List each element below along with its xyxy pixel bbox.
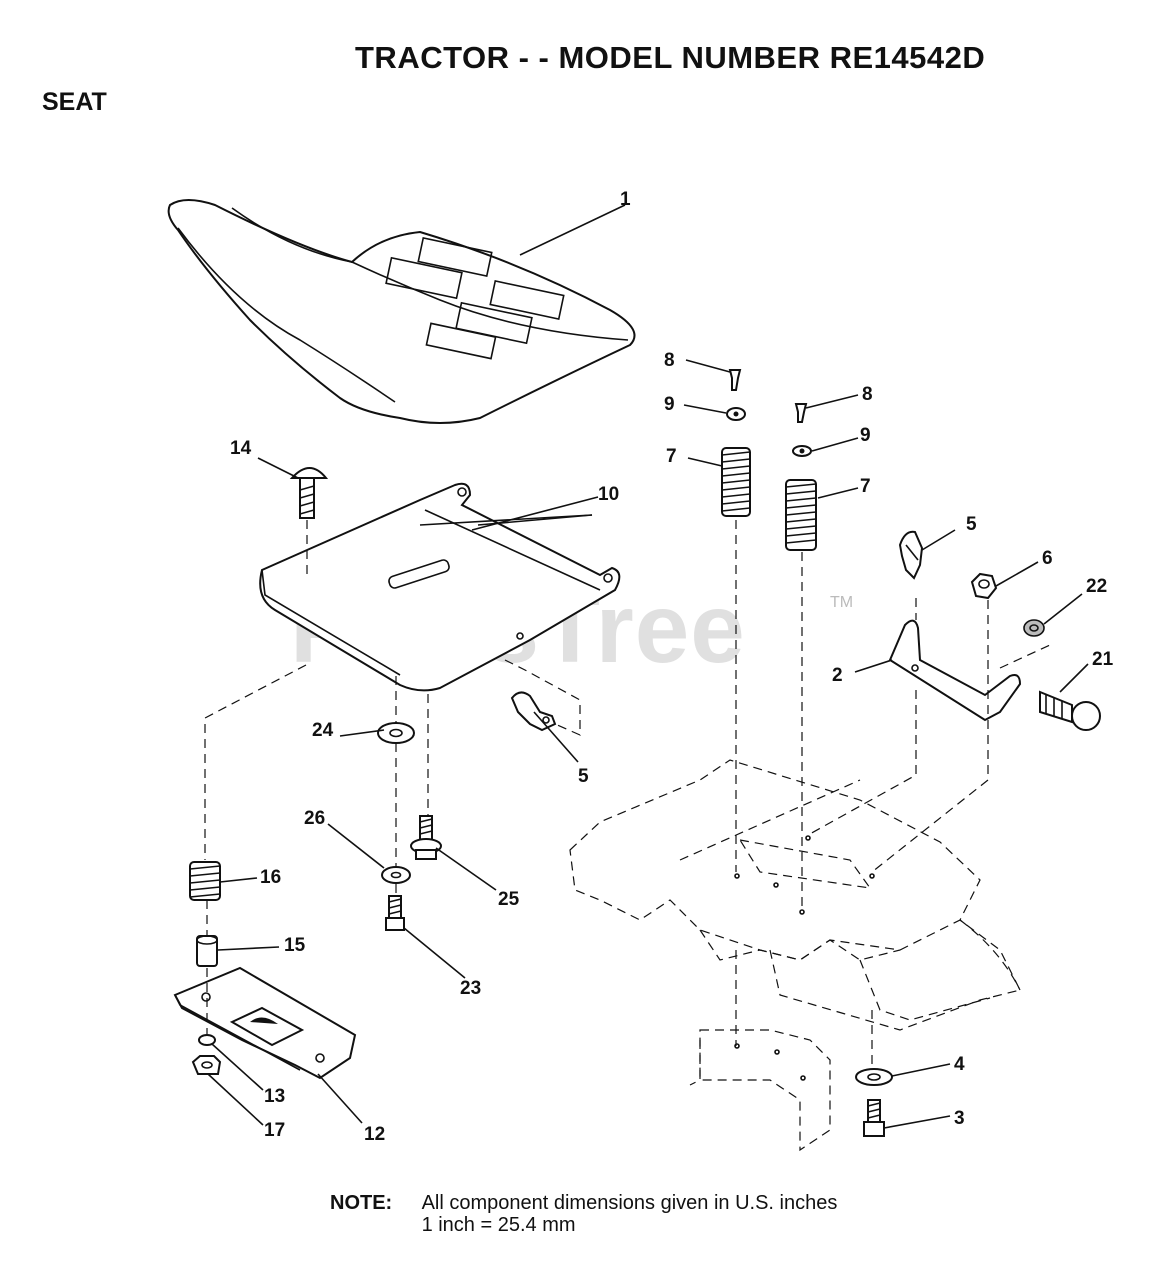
washer-part-26[interactable] [381, 866, 411, 884]
callout-7-right: 7 [860, 476, 871, 497]
callout-15: 15 [284, 935, 306, 956]
note-body: All component dimensions given in U.S. i… [422, 1192, 838, 1236]
adjuster-plate-part[interactable] [173, 966, 357, 1080]
callout-5-lower: 5 [578, 766, 589, 787]
note-line-1: All component dimensions given in U.S. i… [421, 1192, 838, 1214]
nut-part[interactable] [970, 572, 998, 600]
callout-2: 2 [832, 665, 843, 686]
washer-part-13[interactable] [198, 1034, 216, 1046]
callout-22: 22 [1086, 576, 1107, 597]
callout-21: 21 [1092, 649, 1114, 670]
bolt-part-3[interactable] [863, 1099, 885, 1137]
washer-part-24[interactable] [377, 722, 415, 744]
nut-part-17[interactable] [191, 1055, 222, 1075]
tractor-frame-reference [569, 759, 1021, 1152]
callout-1: 1 [620, 189, 631, 210]
carriage-bolt-part[interactable] [289, 467, 329, 519]
spring-assembly-left[interactable] [721, 369, 751, 517]
knob-bolt-part[interactable] [1039, 690, 1101, 731]
callout-25: 25 [498, 889, 520, 910]
spacer-part[interactable] [1023, 619, 1045, 637]
watermark-tm: TM [830, 594, 854, 611]
callout-8-right: 8 [862, 384, 873, 405]
callout-26: 26 [304, 808, 325, 829]
callout-14: 14 [230, 438, 252, 459]
bolt-part-23[interactable] [385, 895, 405, 931]
callout-16: 16 [260, 867, 281, 888]
note-line-2: 1 inch = 25.4 mm [421, 1214, 576, 1236]
dimensions-note: NOTE: All component dimensions given in … [330, 1192, 837, 1236]
page-title: TRACTOR - - MODEL NUMBER RE14542D [355, 40, 986, 75]
callout-12: 12 [364, 1124, 385, 1145]
callout-3: 3 [954, 1108, 965, 1129]
callout-5-upper: 5 [966, 514, 977, 535]
seat-pan-part[interactable] [259, 482, 621, 692]
callout-7-left: 7 [666, 446, 677, 467]
shoulder-screw-part[interactable] [410, 815, 442, 860]
callout-6: 6 [1042, 548, 1053, 569]
clip-part-lower[interactable] [510, 691, 557, 732]
callout-17: 17 [264, 1120, 285, 1141]
callout-13: 13 [264, 1086, 285, 1107]
callout-10: 10 [598, 484, 619, 505]
seat-part[interactable] [167, 199, 636, 424]
spring-assembly-right[interactable] [785, 403, 817, 551]
callout-4: 4 [954, 1054, 965, 1075]
callout-23: 23 [460, 978, 481, 999]
leader-lines [207, 359, 1089, 1129]
assembly-lines [204, 520, 1051, 1070]
section-title: SEAT [42, 88, 107, 116]
note-label: NOTE: [330, 1192, 393, 1214]
spring-part-16[interactable] [189, 861, 221, 901]
callout-8-left: 8 [664, 350, 675, 371]
spacer-part-15[interactable] [196, 935, 218, 967]
washer-part-4[interactable] [855, 1068, 893, 1086]
bracket-part[interactable] [888, 619, 1022, 722]
callout-9-left: 9 [664, 394, 675, 415]
clip-part-upper[interactable] [898, 530, 924, 580]
callout-24: 24 [312, 720, 334, 741]
callout-9-right: 9 [860, 425, 871, 446]
